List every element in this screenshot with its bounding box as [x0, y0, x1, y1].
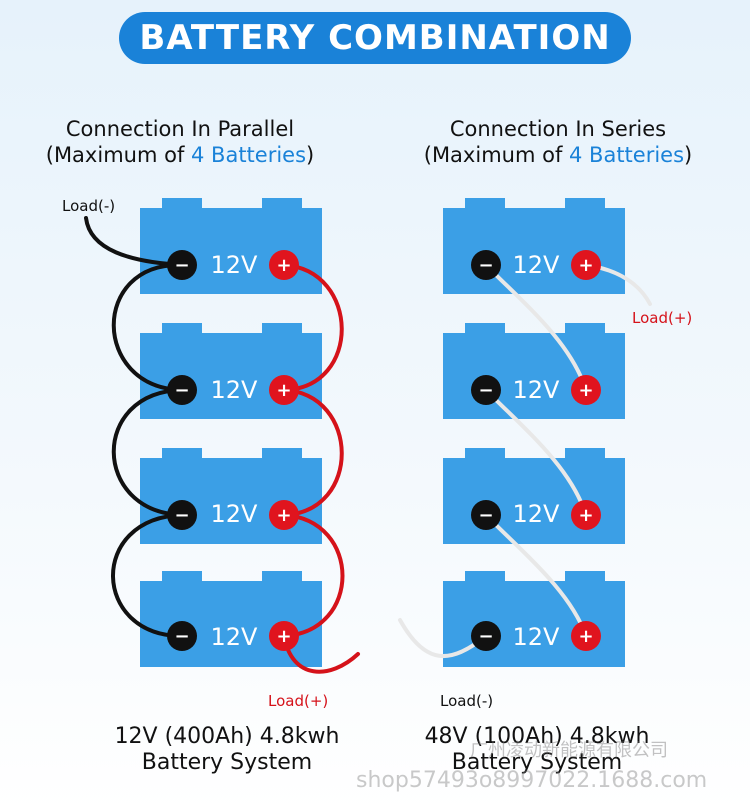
parallel-load-negative-label: Load(-) [62, 197, 115, 215]
parallel-heading: Connection In Parallel (Maximum of 4 Bat… [0, 116, 360, 168]
parallel-battery-1-voltage: 12V [211, 251, 259, 279]
parallel-battery-4 [140, 571, 322, 667]
parallel-battery-1 [140, 198, 322, 294]
parallel-battery-4-voltage: 12V [211, 623, 259, 651]
positive-terminal-icon [269, 375, 299, 405]
positive-terminal-icon [269, 500, 299, 530]
series-max-count: 4 Batteries [569, 143, 685, 167]
minus-icon: − [174, 505, 189, 526]
parallel-heading-max: (Maximum of 4 Batteries) [0, 142, 360, 168]
plus-icon: + [578, 380, 593, 401]
plus-icon: + [578, 505, 593, 526]
minus-icon: − [478, 505, 493, 526]
series-system-label: Battery System [451, 750, 623, 775]
series-heading-title: Connection In Series [449, 117, 667, 141]
plus-icon: + [276, 380, 291, 401]
parallel-max-prefix: (Maximum of [45, 143, 192, 167]
positive-terminal-icon [571, 375, 601, 405]
negative-terminal-icon [471, 250, 501, 280]
series-terminal-symbols: − + − + − + − + [478, 255, 593, 647]
minus-icon: − [478, 626, 493, 647]
minus-icon: − [478, 380, 493, 401]
series-load-positive-label: Load(+) [632, 309, 692, 327]
series-battery-3-voltage: 12V [513, 500, 561, 528]
minus-icon: − [478, 255, 493, 276]
minus-icon: − [174, 255, 189, 276]
series-battery-1 [443, 198, 625, 294]
parallel-battery-2-voltage: 12V [211, 376, 259, 404]
positive-terminal-icon [571, 621, 601, 651]
parallel-positive-wires [282, 263, 360, 674]
plus-icon: + [578, 255, 593, 276]
positive-terminal-icon [571, 500, 601, 530]
series-system-caption: 48V (100Ah) 4.8kwh Battery System [372, 724, 702, 776]
parallel-load-positive-label: Load(+) [268, 692, 328, 710]
page-title: BATTERY COMBINATION [139, 18, 611, 58]
series-heading: Connection In Series (Maximum of 4 Batte… [378, 116, 738, 168]
parallel-negative-wires [84, 216, 184, 638]
parallel-terminal-symbols: − + − + − + − + [174, 255, 291, 647]
series-system-spec: 48V (100Ah) 4.8kwh [424, 724, 650, 749]
series-terminals [471, 250, 601, 651]
title-banner: BATTERY COMBINATION [119, 12, 631, 64]
negative-terminal-icon [471, 621, 501, 651]
negative-terminal-icon [167, 621, 197, 651]
parallel-system-label: Battery System [141, 750, 313, 775]
series-battery-2-voltage: 12V [513, 376, 561, 404]
negative-terminal-icon [167, 250, 197, 280]
minus-icon: − [174, 380, 189, 401]
parallel-battery-3 [140, 448, 322, 544]
negative-terminal-icon [471, 375, 501, 405]
series-load-negative-label: Load(-) [440, 692, 493, 710]
parallel-max-suffix: ) [306, 143, 315, 167]
series-battery-2 [443, 323, 625, 419]
parallel-max-count: 4 Batteries [191, 143, 307, 167]
plus-icon: + [276, 626, 291, 647]
series-max-prefix: (Maximum of [423, 143, 570, 167]
series-max-suffix: ) [684, 143, 693, 167]
positive-terminal-icon [571, 250, 601, 280]
parallel-battery-2 [140, 323, 322, 419]
parallel-battery-3-voltage: 12V [211, 500, 259, 528]
minus-icon: − [174, 626, 189, 647]
series-battery-1-voltage: 12V [513, 251, 561, 279]
watermark-company: 广州凌动新能源有限公司 [470, 740, 668, 761]
parallel-heading-title: Connection In Parallel [65, 117, 295, 141]
negative-terminal-icon [471, 500, 501, 530]
plus-icon: + [276, 505, 291, 526]
plus-icon: + [276, 255, 291, 276]
plus-icon: + [578, 626, 593, 647]
positive-terminal-icon [269, 621, 299, 651]
positive-terminal-icon [269, 250, 299, 280]
series-heading-max: (Maximum of 4 Batteries) [378, 142, 738, 168]
watermark-url: shop57493o8997022.1688.com [356, 768, 708, 793]
negative-terminal-icon [167, 375, 197, 405]
series-battery-4 [443, 571, 625, 667]
series-battery-4-voltage: 12V [513, 623, 561, 651]
parallel-terminals [167, 250, 299, 651]
parallel-system-caption: 12V (400Ah) 4.8kwh Battery System [62, 724, 392, 776]
negative-terminal-icon [167, 500, 197, 530]
series-battery-3 [443, 448, 625, 544]
parallel-system-spec: 12V (400Ah) 4.8kwh [114, 724, 340, 749]
